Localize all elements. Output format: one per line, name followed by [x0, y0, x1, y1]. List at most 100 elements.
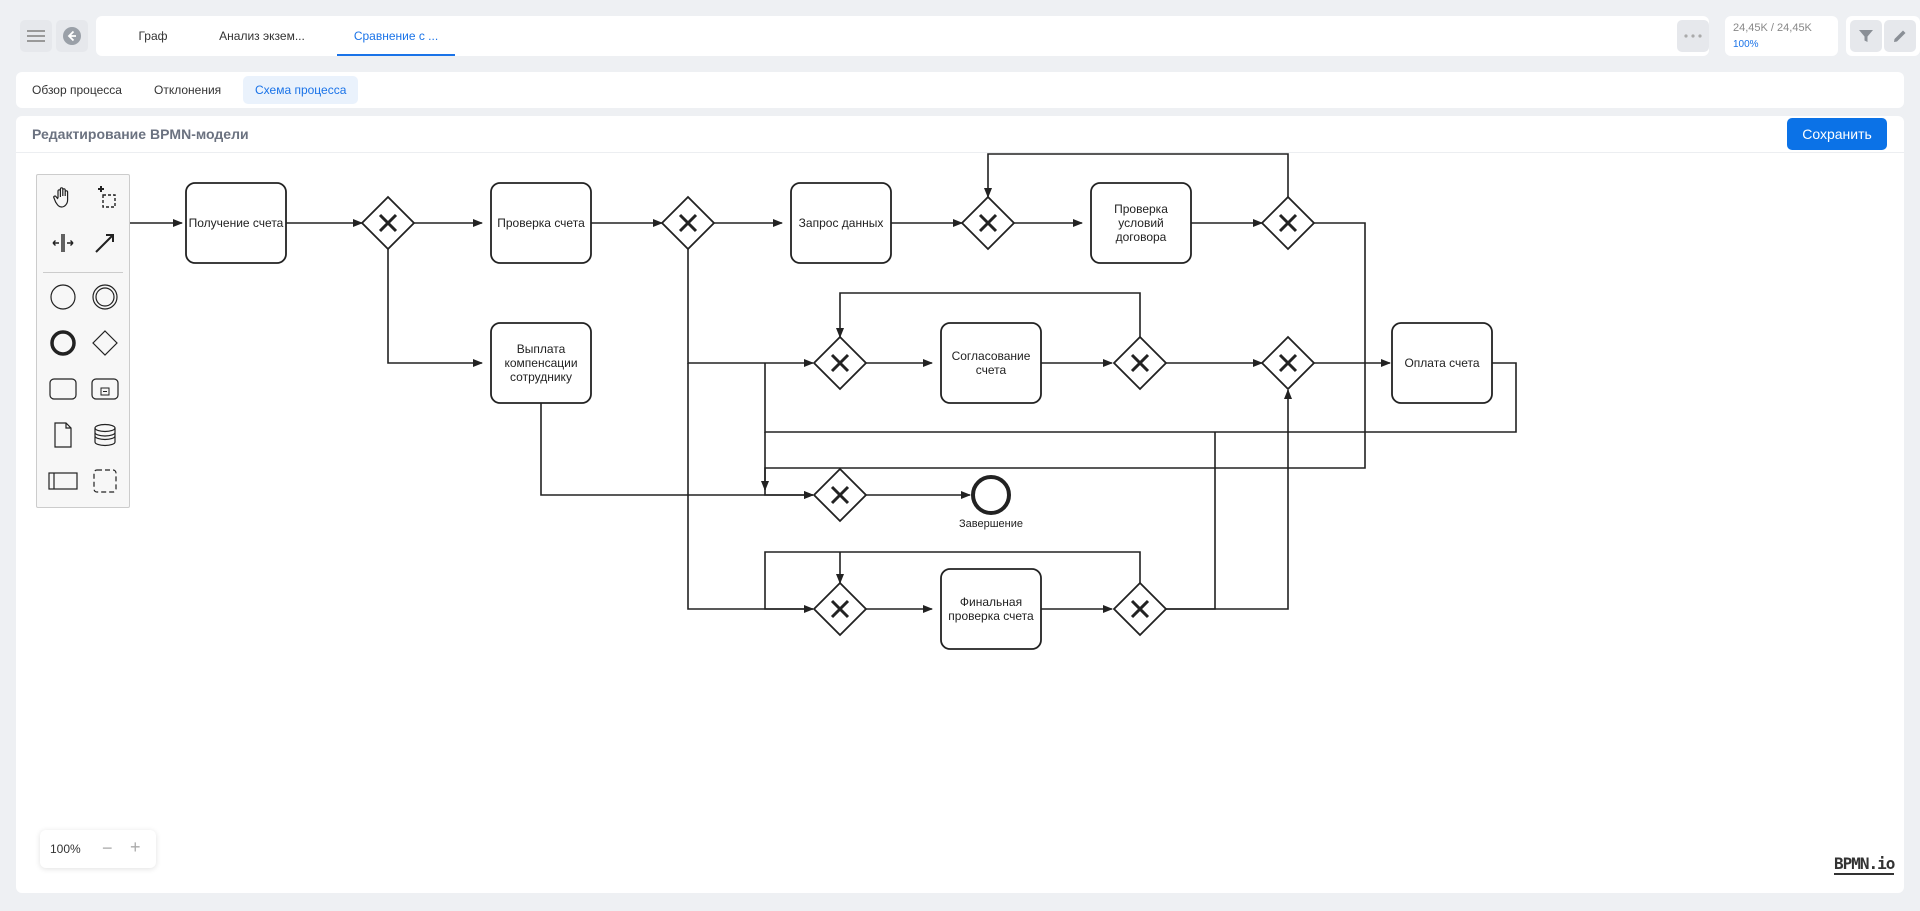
flow-t7-back — [764, 362, 1517, 433]
zoom-out-button[interactable]: − — [102, 838, 113, 858]
top-bar: Граф Анализ экзем... Сравнение с ... 24,… — [16, 16, 1920, 56]
gateway-g1[interactable] — [360, 195, 416, 251]
task-t6[interactable] — [940, 322, 1042, 404]
bpmn-canvas[interactable] — [16, 116, 1904, 893]
bpmn-editor: Редактирование BPMN-модели Сохранить — [16, 116, 1904, 893]
filter-button[interactable] — [1850, 20, 1882, 52]
gateway-g5[interactable] — [812, 335, 868, 391]
flow-g1-t5 — [387, 249, 483, 367]
start-event-tool[interactable] — [45, 279, 81, 315]
document-icon — [54, 422, 72, 448]
end-event-label: Завершение — [959, 518, 1023, 530]
task-t1[interactable] — [185, 182, 287, 264]
task-t4-label: Проверка условий договора — [1114, 202, 1168, 244]
task-t1-label: Получение счета — [188, 216, 284, 230]
flow-t5-g7 — [540, 396, 814, 499]
diamond-icon — [92, 330, 118, 356]
flow-g10-back — [764, 551, 1141, 610]
gateway-g9[interactable] — [1260, 335, 1316, 391]
flow-g6-loop — [836, 292, 1141, 338]
task-t4[interactable] — [1090, 182, 1192, 264]
subtab-process-scheme[interactable]: Схема процесса — [243, 76, 359, 104]
save-button[interactable]: Сохранить — [1787, 118, 1887, 150]
pool-tool[interactable] — [45, 463, 81, 499]
double-circle-icon — [92, 284, 118, 310]
filter-icon — [1859, 30, 1873, 42]
back-arrow-icon — [63, 27, 81, 45]
task-t7-label: Оплата счета — [1404, 356, 1480, 370]
circle-icon — [50, 284, 76, 310]
zoom-control: 100% − + — [40, 830, 156, 868]
zoom-level: 100% — [50, 842, 81, 856]
counter-percent: 100% — [1733, 39, 1759, 50]
more-button[interactable] — [1677, 20, 1709, 52]
pencil-icon — [1894, 30, 1906, 42]
task-tool[interactable] — [45, 371, 81, 407]
gateway-g8[interactable] — [812, 581, 868, 637]
flow-g2-g5 — [687, 249, 814, 367]
flow-g10-up — [1164, 432, 1216, 610]
gateway-g3[interactable] — [960, 195, 1016, 251]
task-t5[interactable] — [490, 322, 592, 404]
instance-counter: 24,45K / 24,45K 100% — [1725, 16, 1838, 56]
task-t3-label: Запрос данных — [798, 216, 884, 230]
subtab-deviations[interactable]: Отклонения — [154, 83, 222, 97]
task-t2-label: Проверка счета — [497, 216, 585, 230]
gateway-tool[interactable] — [87, 325, 123, 361]
gateway-g2[interactable] — [660, 195, 716, 251]
arrow-icon — [95, 234, 114, 253]
end-event-tool[interactable] — [45, 325, 81, 361]
flow-g10-g9 — [1164, 389, 1292, 610]
connect-tool[interactable] — [87, 225, 123, 261]
pool-icon — [48, 472, 78, 490]
subprocess-tool[interactable] — [87, 371, 123, 407]
gateway-g10[interactable] — [1112, 581, 1168, 637]
tab-comparison[interactable]: Сравнение с ... — [337, 16, 455, 56]
data-object-tool[interactable] — [45, 417, 81, 453]
intermediate-event-tool[interactable] — [87, 279, 123, 315]
lasso-tool[interactable] — [87, 179, 123, 215]
task-t3[interactable] — [790, 182, 892, 264]
view-tabs: Граф Анализ экзем... Сравнение с ... — [96, 16, 1709, 56]
task-t2[interactable] — [490, 182, 592, 264]
space-tool[interactable] — [45, 225, 81, 261]
lasso-icon — [98, 186, 116, 208]
gateway-g7[interactable] — [812, 467, 868, 523]
hand-tool[interactable] — [45, 179, 81, 215]
subtab-overview[interactable]: Обзор процесса — [32, 83, 122, 97]
flow-back-g7 — [764, 432, 814, 499]
gateway-g6[interactable] — [1112, 335, 1168, 391]
bpmn-io-logo[interactable]: BPMN.io — [1834, 854, 1895, 875]
task-t7[interactable] — [1391, 322, 1493, 404]
bpmn-palette — [36, 174, 130, 508]
back-button[interactable] — [56, 20, 88, 52]
hamburger-icon — [27, 30, 45, 42]
task-t8[interactable] — [940, 568, 1042, 650]
edit-button[interactable] — [1884, 20, 1916, 52]
group-tool[interactable] — [87, 463, 123, 499]
task-t5-label: Выплата компенсации сотруднику — [504, 342, 578, 384]
task-t8-label: Финальная проверка счета — [948, 595, 1034, 623]
editor-title: Редактирование BPMN-модели — [32, 126, 249, 142]
palette-separator — [43, 272, 123, 273]
data-store-tool[interactable] — [87, 417, 123, 453]
flow-g4-loop — [984, 153, 1289, 198]
space-tool-icon — [52, 234, 74, 252]
gateway-g4[interactable] — [1260, 195, 1316, 251]
process-subtabs: Обзор процесса Отклонения Схема процесса — [16, 72, 1904, 108]
ellipsis-icon — [1684, 34, 1702, 38]
tab-instance-analysis[interactable]: Анализ экзем... — [219, 29, 305, 43]
task-t6-label: Согласование счета — [951, 349, 1031, 377]
thick-circle-icon — [50, 330, 76, 356]
group-icon — [93, 469, 117, 493]
menu-button[interactable] — [20, 20, 52, 52]
end-event[interactable] — [971, 475, 1011, 515]
zoom-in-button[interactable]: + — [130, 837, 141, 857]
right-tools — [1846, 16, 1920, 56]
counter-value: 24,45K / 24,45K — [1733, 22, 1812, 34]
database-icon — [94, 423, 116, 447]
tab-graph[interactable]: Граф — [138, 29, 168, 43]
divider — [16, 152, 1904, 153]
subprocess-icon — [91, 378, 119, 400]
hand-icon — [53, 187, 69, 208]
